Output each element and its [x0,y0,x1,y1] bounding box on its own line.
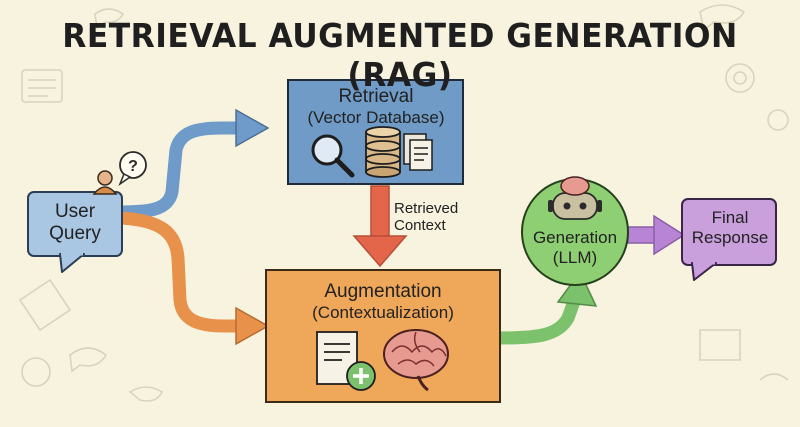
user-query-line2: Query [49,222,101,244]
final-response-line2: Response [691,227,769,247]
diagram-title: RETRIEVAL AUGMENTED GENERATION (RAG) [62,16,738,94]
retrieved-context-label: Retrieved Context [394,200,470,235]
augmentation-line1: Augmentation [324,281,442,302]
arrow-head-generation [556,270,598,307]
arrow-augmentation-to-generation [493,289,583,345]
retrieval-line1: Retrieval [338,86,414,107]
retrieved-context-line2: Context [394,217,446,235]
user-query-node [27,191,123,273]
generation-line2: (LLM) [552,247,598,267]
arrow-retrieved-context-shaft [370,185,390,239]
arrow-head-retrieved-context [352,235,408,268]
user-query-label: User Query [30,201,120,245]
svg-text:?: ? [128,158,138,175]
arrow-head-retrieval [235,108,270,148]
final-response-line1: Final [711,208,749,227]
retrieved-context-line1: Retrieved [394,200,459,217]
brain-icon [383,329,449,392]
augmentation-label: Augmentation (Contextualization) [266,281,500,322]
background-doodles [18,4,789,402]
generation-label: Generation (LLM) [525,228,625,267]
documents-icon [403,133,433,171]
database-icon [365,126,401,178]
user-query-line1: User [54,201,96,222]
augmentation-line2: (Contextualization) [312,302,454,322]
generation-line1: Generation [532,228,618,247]
arrow-query-to-retrieval [113,121,245,219]
retrieval-label: Retrieval (Vector Database) [290,86,462,127]
person-icon [92,170,118,195]
arrow-head-final-response [653,214,686,256]
arrow-query-to-augmentation [113,211,245,333]
document-plus-icon [316,331,376,391]
retrieval-line2: (Vector Database) [307,107,445,127]
augmentation-node [265,269,501,403]
robot-icon [548,176,602,220]
arrow-head-augmentation [235,306,270,346]
magnifier-icon [311,134,355,178]
arrow-generation-to-final-shaft [627,226,657,244]
final-response-label: Final Response [684,208,776,247]
final-response-node [681,198,777,281]
question-bubble-icon: ? [118,151,147,187]
